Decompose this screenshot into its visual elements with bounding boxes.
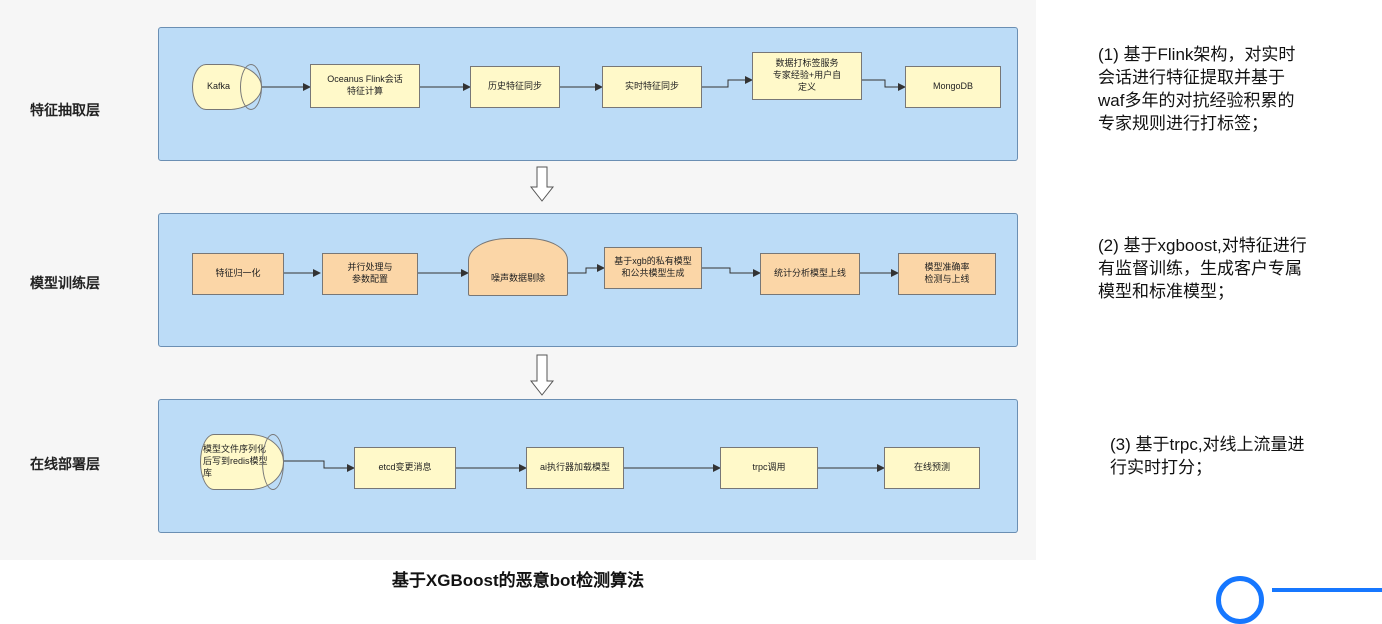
node-ai-executor: ai执行器加载模型 (526, 447, 624, 489)
note-model-training: (2) 基于xgboost,对特征进行 有监督训练，生成客户专属 模型和标准模型… (1098, 236, 1307, 301)
node-oceanus-flink: Oceanus Flink会话 特征计算 (310, 64, 420, 108)
node-kafka: Kafka (192, 64, 262, 110)
connector-lines (262, 76, 906, 472)
diagram-caption: 基于XGBoost的恶意bot检测算法 (391, 571, 645, 590)
node-accuracy-check: 模型准确率 检测与上线 (898, 253, 996, 295)
node-noise-removal: 噪声数据剔除 (468, 238, 568, 296)
note-feature-extraction: (1) 基于Flink架构，对实时 会话进行特征提取并基于 waf多年的对抗经验… (1098, 45, 1296, 133)
layer-transition-arrows (529, 166, 555, 396)
node-data-labeling-service: 数据打标签服务 专家经验+用户自 定义 (752, 52, 862, 100)
panel-feature-extraction (158, 27, 1018, 161)
brand-logo-icon (1216, 576, 1264, 624)
down-arrow-1 (529, 166, 555, 202)
down-arrow-2 (529, 354, 555, 396)
arrow-r2-3 (568, 264, 605, 274)
row1-arrows (262, 76, 906, 91)
node-mongodb: MongoDB (905, 66, 1001, 108)
node-realtime-feature-sync: 实时特征同步 (602, 66, 702, 108)
note-online-deployment: (3) 基于trpc,对线上流量进 行实时打分； (1110, 435, 1305, 477)
arrow-r1-4 (702, 76, 753, 88)
arrow-r2-4 (702, 267, 761, 277)
panel-model-training (158, 213, 1018, 347)
layer-label-feature-extraction: 特征抽取层 (30, 102, 100, 118)
node-history-feature-sync: 历史特征同步 (470, 66, 560, 108)
node-model-serialization: 模型文件序列化 后写到redis模型 库 (200, 434, 284, 490)
node-kafka-label: Kafka (207, 81, 231, 92)
node-statistical-analysis: 统计分析模型上线 (760, 253, 860, 295)
arrow-r3-1 (284, 460, 355, 472)
node-trpc-call: trpc调用 (720, 447, 818, 489)
row2-arrows (284, 264, 899, 277)
node-online-prediction: 在线预测 (884, 447, 980, 489)
node-etcd-change: etcd变更消息 (354, 447, 456, 489)
layer-label-online-deployment: 在线部署层 (30, 456, 100, 472)
arrow-r1-5 (862, 79, 906, 91)
node-model-serialization-label: 模型文件序列化 后写到redis模型 库 (203, 444, 268, 478)
node-feature-normalization: 特征归一化 (192, 253, 284, 295)
node-xgb-model-generation: 基于xgb的私有模型 和公共模型生成 (604, 247, 702, 289)
row3-arrows (284, 460, 885, 472)
brand-logo-bar (1272, 588, 1382, 592)
layer-label-model-training: 模型训练层 (30, 275, 100, 291)
node-parallel-processing: 并行处理与 参数配置 (322, 253, 418, 295)
node-noise-removal-label: 噪声数据剔除 (490, 273, 545, 284)
